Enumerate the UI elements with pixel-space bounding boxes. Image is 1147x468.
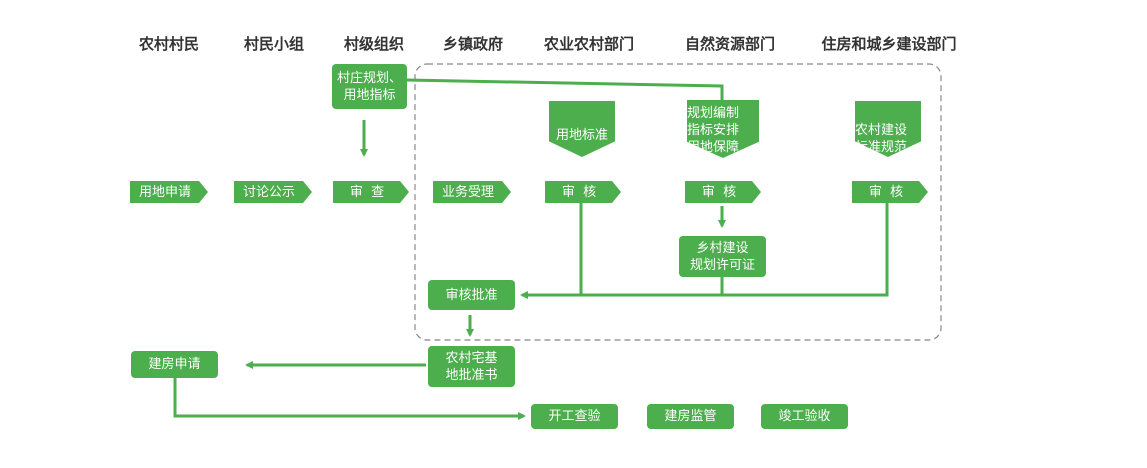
node-plan-index-line2: 用地指标 — [343, 87, 396, 103]
node-permit: 乡村建设 规划许可证 — [679, 236, 766, 277]
node-homestead-line1: 农村宅基 — [445, 350, 498, 366]
node-permit-line1: 乡村建设 — [696, 240, 749, 256]
arrow-hc-to-approve — [520, 203, 889, 299]
arrow-buildapply-to-startcheck — [173, 378, 526, 420]
node-rural-standard-line1: 农村建设 — [855, 123, 908, 138]
node-hc-audit: 审 核 — [852, 181, 928, 203]
node-plan-compile-line2: 指标安排 — [687, 123, 740, 138]
node-homestead-certificate: 农村宅基 地批准书 — [428, 346, 515, 387]
node-nr-audit: 审 核 — [685, 181, 761, 203]
node-plan-index: 村庄规划、 用地指标 — [332, 64, 407, 109]
node-supervise: 建房监管 — [647, 404, 734, 429]
node-approve: 审核批准 — [428, 280, 515, 310]
node-agri-audit: 审 核 — [545, 181, 621, 203]
township-scope-dashed-frame — [414, 63, 942, 341]
header-village-group: 村民小组 — [243, 35, 305, 53]
header-agri-dept: 农业农村部门 — [543, 35, 635, 53]
header-housing-dept: 住房和城乡建设部门 — [821, 35, 957, 53]
node-build-apply: 建房申请 — [131, 351, 218, 378]
node-discuss: 讨论公示 — [234, 181, 312, 203]
connector-plan-to-nr — [406, 78, 724, 100]
header-villager: 农村村民 — [138, 35, 200, 53]
header-natural-resources-dept: 自然资源部门 — [684, 35, 776, 53]
node-plan-index-line1: 村庄规划、 — [336, 70, 402, 86]
node-completion: 竣工验收 — [761, 404, 848, 429]
node-permit-line2: 规划许可证 — [689, 257, 755, 273]
header-village-org: 村级组织 — [343, 35, 405, 53]
node-apply-land: 用地申请 — [130, 181, 208, 203]
header-township-gov: 乡镇政府 — [442, 35, 504, 53]
node-review: 审 查 — [333, 181, 409, 203]
node-homestead-line2: 地批准书 — [445, 367, 498, 383]
node-start-check: 开工查验 — [531, 404, 618, 429]
node-plan-compile-line1: 规划编制 — [687, 106, 740, 121]
node-accept: 业务受理 — [433, 181, 511, 203]
